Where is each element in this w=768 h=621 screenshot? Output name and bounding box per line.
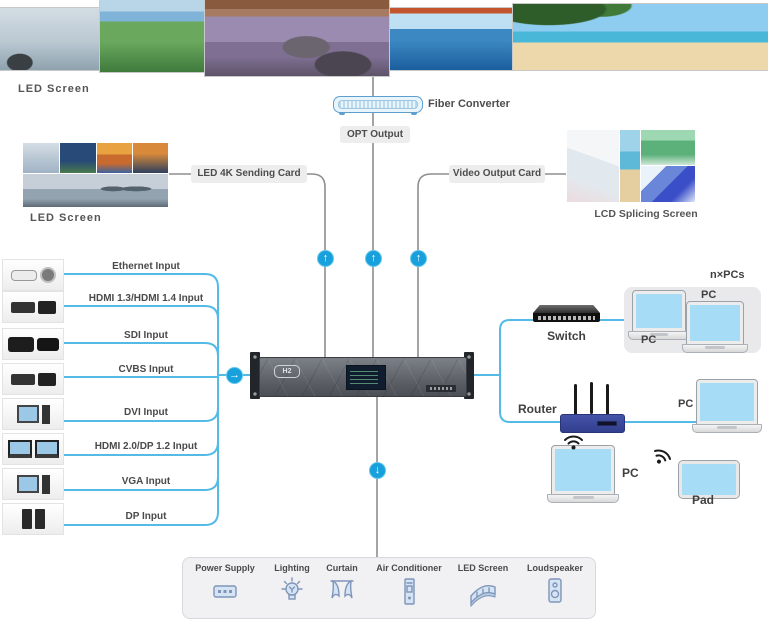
video-processor-device: H2 [259, 357, 467, 397]
led-panel-image [0, 7, 100, 71]
speaker-icon [548, 578, 562, 603]
peripheral-power-supply: Power Supply [188, 563, 262, 612]
input-source-image [2, 291, 64, 323]
peripheral-curtain: Curtain [305, 563, 379, 612]
air-conditioner-icon [404, 578, 415, 605]
fiber-ports [338, 100, 418, 109]
input-label: CVBS Input [118, 364, 174, 375]
peripheral-loudspeaker: Loudspeaker [518, 563, 592, 612]
curtain-icon [330, 579, 354, 599]
pc-laptop [547, 445, 619, 503]
top-led-screen-label: LED Screen [18, 83, 90, 95]
peripherals-panel: Power Supply Lighting Curtain Air Cond [182, 557, 596, 619]
input-label: SDI Input [124, 330, 168, 341]
rack-ear [250, 352, 260, 399]
led-panel-image [512, 3, 768, 71]
input-label: DP Input [125, 511, 167, 522]
led-4k-sending-card-badge: LED 4K Sending Card [191, 165, 307, 183]
router-antenna [590, 382, 593, 414]
led-screen-icon [470, 584, 496, 608]
fiber-converter-device [333, 96, 423, 115]
input-source-image [2, 259, 64, 291]
processor-model-plate [426, 385, 456, 392]
pc-label: PC [641, 334, 657, 346]
led-panel-image [389, 7, 513, 71]
switch-label: Switch [547, 329, 586, 343]
arrow-up-icon: ↑ [365, 250, 382, 267]
pc-laptop [682, 301, 748, 353]
lcd-splicing-screen-label: LCD Splicing Screen [594, 208, 698, 220]
processor-logo: H2 [274, 365, 300, 378]
processor-lcd-screen [346, 365, 386, 390]
pc-label: PC [622, 466, 639, 480]
network-switch-device [533, 305, 600, 322]
opt-output-badge: OPT Output [340, 126, 410, 143]
input-label: VGA Input [121, 476, 171, 487]
peripheral-lighting: Lighting [255, 563, 329, 612]
input-source-image [2, 363, 64, 395]
input-source-image [2, 503, 64, 535]
input-label: Ethernet Input [112, 261, 180, 272]
input-label: HDMI 1.3/HDMI 1.4 Input [88, 293, 204, 304]
pad-tablet [678, 460, 740, 499]
router-antenna [574, 384, 577, 416]
switch-ports [538, 315, 595, 320]
left-led-screen-label: LED Screen [30, 212, 102, 224]
input-label: DVI Input [124, 407, 168, 418]
rack-ear [464, 352, 474, 399]
arrow-right-icon: → [226, 367, 243, 384]
input-source-image [2, 433, 64, 465]
arrow-down-icon: ↓ [369, 462, 386, 479]
input-source-image [2, 328, 64, 360]
input-source-image [2, 398, 64, 430]
power-strip-icon [213, 585, 237, 598]
router-label: Router [518, 402, 557, 416]
router-device [560, 414, 625, 433]
pc-label: PC [701, 289, 717, 301]
pad-label: Pad [692, 493, 715, 507]
video-output-card-badge: Video Output Card [449, 165, 545, 183]
left-led-screen [22, 142, 169, 208]
input-source-image [2, 468, 64, 500]
arrow-up-icon: ↑ [317, 250, 334, 267]
fiber-converter-label: Fiber Converter [428, 98, 510, 110]
peripheral-air-conditioner: Air Conditioner [372, 563, 446, 612]
led-panel-image [99, 0, 205, 73]
bulb-icon [281, 577, 303, 600]
peripheral-led-screen: LED Screen [446, 563, 520, 612]
pc-label: PC [678, 398, 694, 410]
led-panel-image [204, 0, 390, 77]
input-label: HDMI 2.0/DP 1.2 Input [94, 441, 198, 452]
pc-laptop [692, 379, 762, 433]
lcd-splicing-screen [566, 129, 696, 203]
router-antenna [606, 384, 609, 416]
pc-laptop [628, 290, 690, 340]
nxpcs-label: n×PCs [710, 269, 745, 281]
wifi-icon [564, 435, 583, 450]
wifi-icon [653, 449, 672, 464]
arrow-up-icon: ↑ [410, 250, 427, 267]
